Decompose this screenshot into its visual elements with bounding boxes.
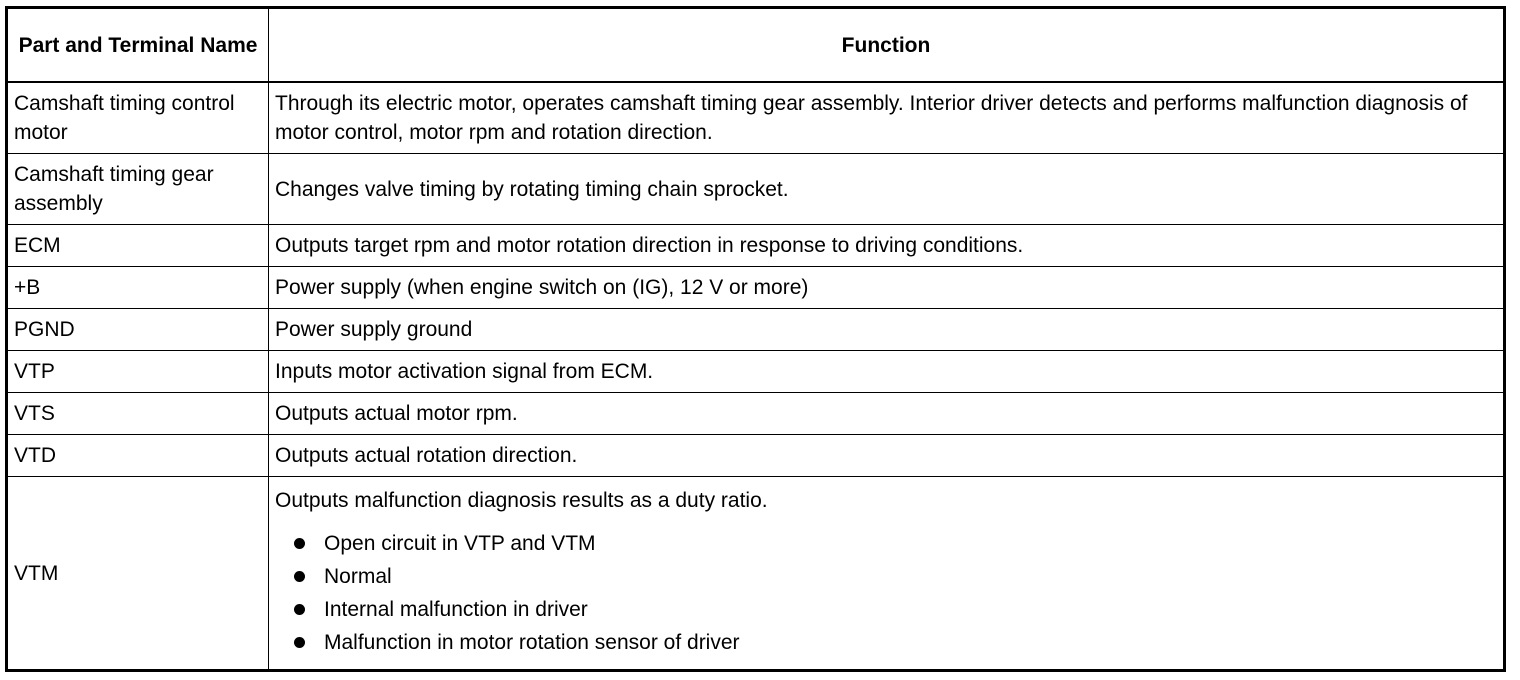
function-cell: Outputs malfunction diagnosis results as… [268, 476, 1505, 671]
part-name-cell: +B [6, 266, 269, 309]
part-name-cell: PGND [6, 308, 269, 351]
bullet-icon [294, 636, 305, 648]
function-cell: Outputs actual rotation direction. [268, 434, 1505, 477]
bullet-icon [294, 570, 305, 582]
part-name-cell: VTD [6, 434, 269, 477]
part-name-cell: VTM [6, 476, 269, 671]
table-row: PGND Power supply ground [6, 308, 1505, 351]
list-item: Normal [275, 560, 1497, 593]
list-item: Internal malfunction in driver [275, 593, 1497, 626]
list-item: Open circuit in VTP and VTM [275, 527, 1497, 560]
part-name-cell: VTP [6, 350, 269, 393]
table-row: ECM Outputs target rpm and motor rotatio… [6, 224, 1505, 267]
table-row: Camshaft timing control motor Through it… [6, 81, 1505, 154]
bullet-icon [294, 537, 305, 549]
function-cell: Outputs target rpm and motor rotation di… [268, 224, 1505, 267]
function-cell: Through its electric motor, operates cam… [268, 81, 1505, 154]
header-part-terminal-name: Part and Terminal Name [6, 7, 269, 83]
bullet-icon [294, 603, 305, 615]
list-item-text: Malfunction in motor rotation sensor of … [324, 630, 740, 654]
function-text: Outputs malfunction diagnosis results as… [275, 488, 768, 512]
list-item: Malfunction in motor rotation sensor of … [275, 626, 1497, 659]
table-row: Camshaft timing gear assembly Changes va… [6, 153, 1505, 225]
function-cell: Power supply (when engine switch on (IG)… [268, 266, 1505, 309]
table-row: +B Power supply (when engine switch on (… [6, 266, 1505, 309]
table-row: VTP Inputs motor activation signal from … [6, 350, 1505, 393]
part-name-cell: VTS [6, 392, 269, 435]
function-cell: Outputs actual motor rpm. [268, 392, 1505, 435]
table-row: VTM Outputs malfunction diagnosis result… [6, 476, 1505, 671]
list-item-text: Internal malfunction in driver [324, 597, 588, 621]
function-cell: Power supply ground [268, 308, 1505, 351]
list-item-text: Normal [324, 564, 392, 588]
function-cell: Changes valve timing by rotating timing … [268, 153, 1505, 225]
list-item-text: Open circuit in VTP and VTM [324, 531, 596, 555]
part-name-cell: Camshaft timing gear assembly [6, 153, 269, 225]
table-row: VTD Outputs actual rotation direction. [6, 434, 1505, 477]
table-header-row: Part and Terminal Name Function [6, 7, 1505, 83]
part-name-cell: ECM [6, 224, 269, 267]
terminal-function-table: Part and Terminal Name Function Camshaft… [5, 6, 1506, 672]
diagnosis-result-list: Open circuit in VTP and VTM Normal Inter… [275, 527, 1497, 659]
table-row: VTS Outputs actual motor rpm. [6, 392, 1505, 435]
header-function: Function [268, 7, 1505, 83]
part-name-cell: Camshaft timing control motor [6, 81, 269, 154]
function-cell: Inputs motor activation signal from ECM. [268, 350, 1505, 393]
